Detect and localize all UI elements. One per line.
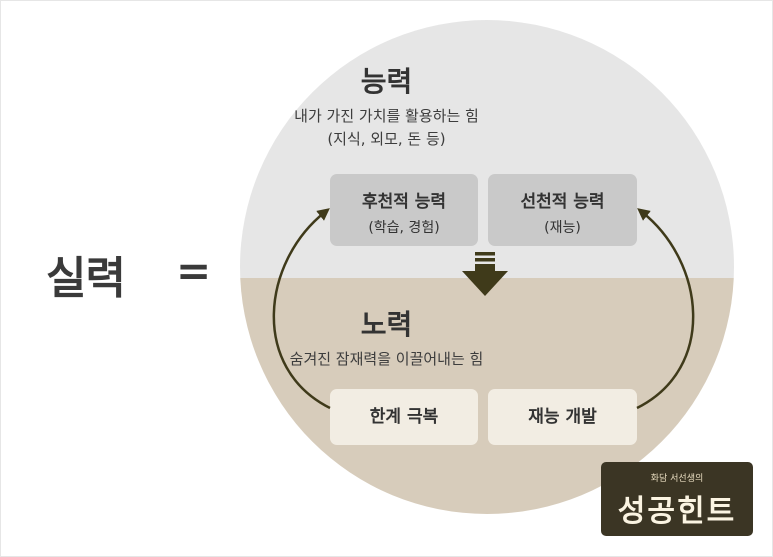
ability-examples: (지식, 외모, 돈 등) [327, 130, 446, 148]
down-arrow-icon [462, 252, 508, 296]
success-hint-logo: 화담 서선생의 성공힌트 [601, 462, 753, 536]
logo-title: 성공힌트 [617, 494, 737, 529]
left-cycle-arrow [272, 208, 331, 410]
ability-description: 내가 가진 가치를 활용하는 힘 [294, 107, 479, 125]
effort-description: 숨겨진 잠재력을 이끌어내는 힘 [289, 350, 484, 368]
skill-label: 실력 [46, 253, 126, 304]
overcome-limits-label: 한계 극복 [369, 407, 439, 427]
effort-title: 노력 [360, 308, 413, 341]
equals-sign: = [176, 246, 212, 295]
overcome-limits-box: 한계 극복 [330, 389, 478, 445]
logo-subtitle: 화담 서선생의 [650, 474, 704, 484]
acquired-ability-sub: (학습, 경험) [368, 220, 440, 236]
innate-ability-title: 선천적 능력 [520, 192, 605, 212]
develop-talent-label: 재능 개발 [528, 407, 597, 427]
innate-ability-box: 선천적 능력 (재능) [488, 174, 637, 246]
acquired-ability-title: 후천적 능력 [361, 192, 447, 212]
right-cycle-arrow [636, 208, 695, 410]
acquired-ability-box: 후천적 능력 (학습, 경험) [330, 174, 478, 246]
ability-title: 능력 [360, 65, 413, 98]
innate-ability-sub: (재능) [544, 220, 581, 236]
develop-talent-box: 재능 개발 [488, 389, 637, 445]
